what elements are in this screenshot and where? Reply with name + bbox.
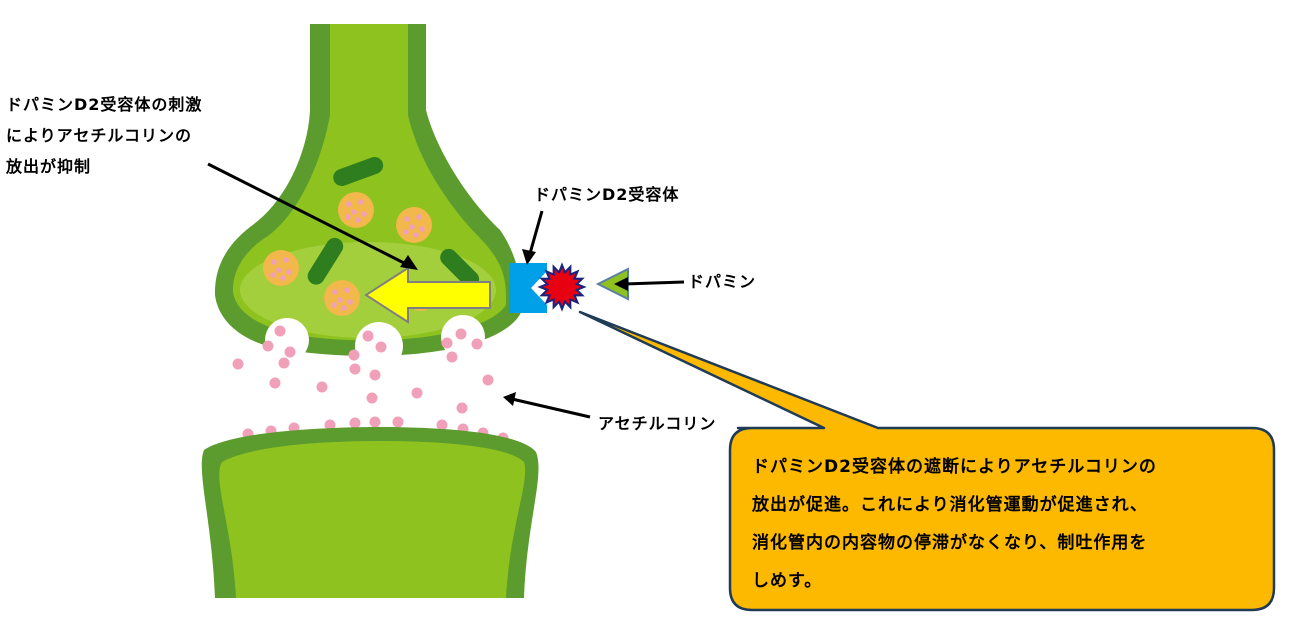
acetylcholine-molecule	[262, 340, 274, 352]
acetylcholine-molecule	[411, 387, 423, 399]
acetylcholine-molecule	[369, 369, 381, 381]
vesicle-acetylcholine	[361, 211, 367, 217]
acetylcholine-molecule	[446, 351, 458, 363]
vesicle-acetylcholine	[351, 209, 357, 215]
label-line: によりアセチルコリンの	[6, 126, 193, 145]
vesicle-acetylcholine	[409, 224, 415, 230]
acetylcholine-molecule	[441, 337, 453, 349]
vesicle-acetylcholine	[271, 259, 277, 265]
callout-bubble	[578, 310, 1276, 612]
acetylcholine-molecule	[278, 357, 290, 369]
label-d2-receptor: ドパミンD2受容体	[534, 185, 680, 204]
arrowhead	[400, 255, 418, 270]
acetylcholine-molecule	[232, 358, 244, 370]
pointer-arrow-dopamine	[623, 280, 685, 286]
vesicle-acetylcholine	[270, 272, 276, 278]
callout-line: 消化管内の内容物の停滞がなくなり、制吐作用を	[752, 533, 1148, 553]
acetylcholine-molecule	[392, 416, 404, 428]
label-acetylcholine: アセチルコリン	[598, 414, 717, 433]
pointer-arrow-ach	[511, 397, 591, 419]
inhibition-arrow	[364, 266, 491, 324]
d2-receptor	[509, 263, 547, 313]
postsynaptic-cell	[201, 427, 539, 598]
vesicle-acetylcholine	[404, 216, 410, 222]
vesicle-acetylcholine	[276, 267, 282, 273]
acetylcholine-molecule	[471, 338, 483, 350]
vesicle-acetylcholine	[347, 299, 353, 305]
synaptic-vesicle	[324, 280, 360, 316]
label-d2-stimulation: ドパミンD2受容体の刺激 によりアセチルコリンの 放出が抑制	[6, 89, 202, 182]
vesicle-acetylcholine	[419, 226, 425, 232]
vesicle-acetylcholine	[355, 217, 361, 223]
acetylcholine-molecule	[456, 402, 468, 414]
synaptic-vesicle	[338, 192, 374, 228]
acetylcholine-molecule	[455, 328, 467, 340]
vesicle-acetylcholine	[332, 289, 338, 295]
acetylcholine-molecule	[366, 392, 378, 404]
callout-line: ドパミンD2受容体の遮断によりアセチルコリンの	[752, 457, 1157, 477]
acetylcholine-molecule	[324, 419, 336, 431]
synaptic-vesicle	[263, 250, 299, 286]
pointer-arrow-inhibit	[207, 162, 409, 267]
acetylcholine-molecule	[362, 330, 374, 342]
presynaptic-terminal	[214, 24, 522, 370]
presynaptic-highlight	[240, 242, 496, 338]
dopamine-antagonist-icon	[537, 262, 587, 312]
arrowhead	[522, 249, 536, 265]
synaptic-vesicle	[396, 207, 432, 243]
arrowhead	[503, 392, 516, 406]
acetylcholine-molecule	[369, 416, 381, 428]
label-line: 放出が抑制	[6, 157, 92, 176]
acetylcholine-molecule	[349, 363, 361, 375]
vesicle-acetylcholine	[416, 214, 422, 220]
acetylcholine-molecule	[269, 377, 281, 389]
mitochondrion	[307, 237, 344, 285]
vesicle-acetylcholine	[344, 287, 350, 293]
vesicle-acetylcholine	[403, 229, 409, 235]
vesicle-acetylcholine	[346, 201, 352, 207]
acetylcholine-molecule	[436, 419, 448, 431]
pointer-arrow-receptor	[527, 210, 544, 258]
vesicle-acetylcholine	[286, 269, 292, 275]
mitochondrion	[440, 248, 480, 288]
arrowhead	[614, 277, 628, 291]
acetylcholine-molecule	[375, 341, 387, 353]
acetylcholine-molecule	[274, 325, 286, 337]
acetylcholine-molecule	[316, 381, 328, 393]
callout-line: しめす。	[752, 571, 823, 591]
label-dopamine: ドパミン	[688, 272, 757, 291]
label-line: ドパミンD2受容体の刺激	[6, 95, 203, 114]
postsynaptic-inner	[219, 441, 526, 598]
vesicle-acetylcholine	[345, 214, 351, 220]
vesicle-acetylcholine	[413, 232, 419, 238]
callout-line: 放出が促進。これにより消化管運動が促進され、	[752, 495, 1148, 515]
acetylcholine-molecule	[284, 346, 296, 358]
vesicle-acetylcholine	[337, 297, 343, 303]
vesicle-acetylcholine	[358, 199, 364, 205]
vesicle-acetylcholine	[280, 275, 286, 281]
vesicle-acetylcholine	[331, 302, 337, 308]
mitochondrion	[333, 156, 384, 186]
acetylcholine-molecule	[349, 417, 361, 429]
vesicle-acetylcholine	[283, 257, 289, 263]
acetylcholine-molecule	[348, 349, 360, 361]
vesicle-acetylcholine	[341, 305, 347, 311]
acetylcholine-molecule	[482, 374, 494, 386]
callout-text: ドパミンD2受容体の遮断によりアセチルコリンの 放出が促進。これにより消化管運動…	[752, 448, 1264, 600]
